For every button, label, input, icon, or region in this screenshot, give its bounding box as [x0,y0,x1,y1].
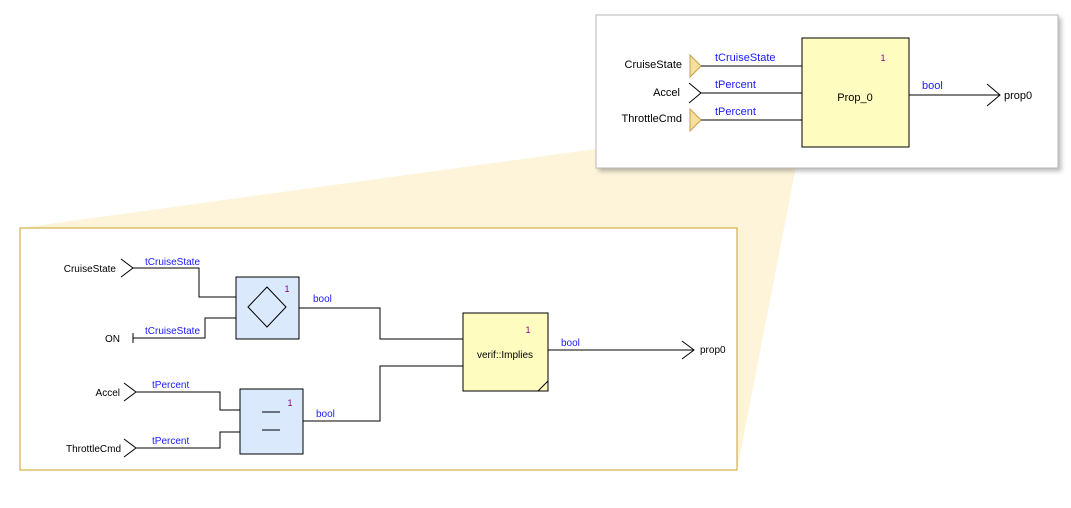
detail-wire-cruisestate [133,267,236,298]
detail-type-neq-out: bool [313,294,332,305]
prop0-block-index: 1 [880,53,885,63]
prop0-block[interactable] [801,37,910,148]
detail-input-cruisestate-label: CruiseState [64,264,117,275]
detail-output-label: prop0 [700,345,726,356]
detail-wire-accel [136,391,240,411]
detail-input-accel-label: Accel [96,388,120,399]
detail-wire-throttlecmd [136,431,240,449]
detail-type-cruisestate: tCruiseState [145,257,200,268]
detail-input-on-label: ON [105,334,120,345]
detail-input-throttlecmd-label: ThrottleCmd [66,444,121,455]
zoom-callout [20,121,800,470]
detail-wire-on [133,317,236,339]
implies-block-corner-fold [537,380,549,392]
prop0-block-name: Prop_0 [837,92,872,104]
eq-block-index: 1 [287,398,292,408]
implies-block[interactable] [462,312,549,392]
top-input-throttlecmd-port[interactable] [689,107,702,133]
detail-type-throttlecmd: tPercent [152,436,189,447]
detail-type-eq-out: bool [316,409,335,420]
top-output-label: prop0 [1004,90,1032,102]
top-type-throttlecmd: tPercent [715,106,756,118]
detail-wire-neq-out [299,307,463,340]
top-type-accel: tPercent [715,79,756,91]
neq-icon [247,286,287,328]
detail-wire-eq-out [303,365,463,422]
top-input-cruisestate-port[interactable] [689,53,702,79]
detail-type-implies-out: bool [561,338,580,349]
top-input-cruisestate-label: CruiseState [625,59,682,71]
implies-block-index: 1 [525,325,530,335]
eq-block[interactable] [239,388,304,455]
top-panel: CruiseState tCruiseState Accel tPercent … [595,14,1059,169]
top-output-port[interactable] [986,83,1001,107]
detail-panel: CruiseState tCruiseState ON tCruiseState… [19,227,738,471]
top-type-cruisestate: tCruiseState [715,52,776,64]
top-input-accel-label: Accel [653,87,680,99]
top-type-output: bool [922,80,943,92]
implies-block-name: verif::Implies [477,350,533,361]
detail-output-port[interactable] [681,340,695,360]
detail-type-on: tCruiseState [145,326,200,337]
detail-type-accel: tPercent [152,380,189,391]
neq-block-index: 1 [284,284,289,294]
top-input-throttlecmd-label: ThrottleCmd [621,113,682,125]
neq-block[interactable] [235,276,300,340]
